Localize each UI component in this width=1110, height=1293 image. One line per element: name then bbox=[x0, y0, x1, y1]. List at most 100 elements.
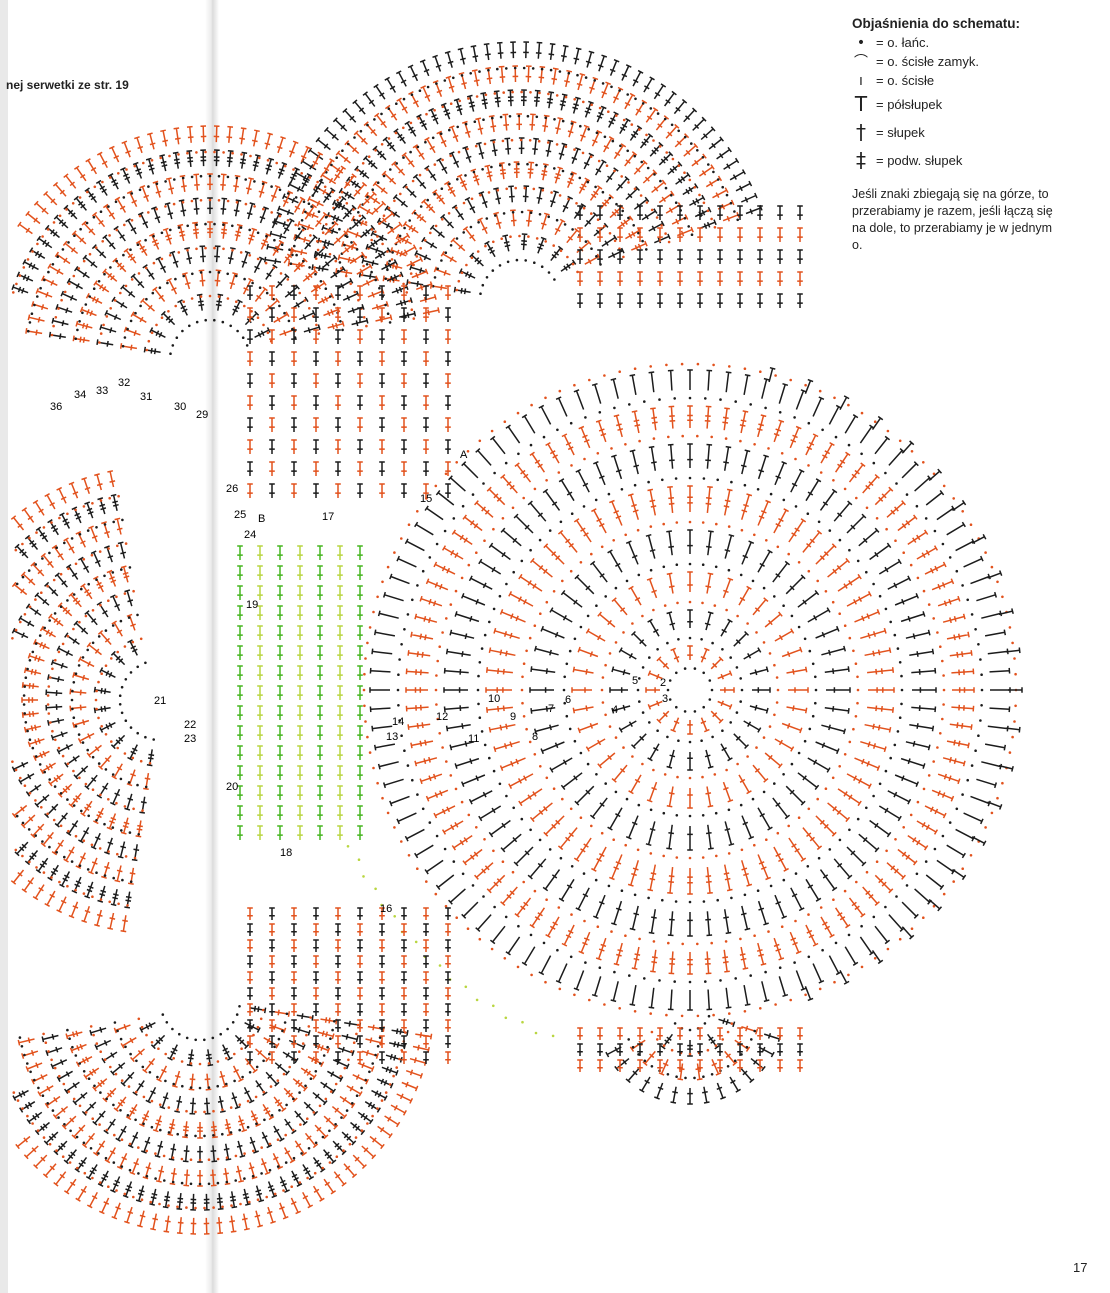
stitch-mark bbox=[47, 864, 59, 881]
stitch-mark bbox=[687, 645, 693, 660]
stitch-mark bbox=[173, 127, 181, 145]
stitch-mark bbox=[777, 205, 783, 220]
stitch-mark bbox=[508, 185, 515, 203]
stitch-mark bbox=[391, 1028, 409, 1036]
stitch-mark bbox=[629, 125, 643, 141]
stitch-mark bbox=[448, 888, 466, 905]
chain-stitch-mark bbox=[330, 163, 333, 167]
stitch-mark bbox=[132, 1080, 145, 1096]
chain-stitch-mark bbox=[119, 1037, 123, 1041]
chain-stitch-mark bbox=[533, 889, 537, 893]
chain-stitch-mark bbox=[612, 539, 615, 542]
chain-stitch-mark bbox=[182, 274, 185, 278]
stitch-mark bbox=[637, 1059, 643, 1072]
chain-stitch-mark bbox=[71, 689, 74, 693]
stitch-mark bbox=[424, 505, 444, 521]
chain-stitch-mark bbox=[492, 769, 496, 773]
stitch-mark bbox=[989, 667, 1011, 674]
stitch-mark bbox=[518, 788, 543, 807]
stitch-mark bbox=[647, 743, 660, 762]
stitch-mark bbox=[82, 254, 98, 268]
stitch-mark bbox=[129, 1158, 140, 1176]
stitch-mark bbox=[289, 167, 300, 184]
chain-stitch-mark bbox=[896, 647, 900, 650]
stitch-mark bbox=[405, 668, 429, 676]
stitch-mark bbox=[342, 108, 357, 123]
chain-stitch-mark bbox=[933, 529, 937, 533]
stitch-mark bbox=[955, 538, 976, 552]
stitch-mark bbox=[647, 864, 657, 892]
chain-stitch-mark bbox=[208, 174, 212, 178]
chain-stitch-mark bbox=[282, 1072, 286, 1076]
stitch-mark bbox=[655, 115, 670, 131]
stitch-mark bbox=[322, 158, 335, 175]
chain-stitch-mark bbox=[506, 260, 510, 264]
chain-stitch-mark bbox=[702, 671, 705, 675]
stitch-mark bbox=[717, 1059, 723, 1072]
stitch-mark bbox=[249, 1005, 267, 1014]
chain-stitch-mark bbox=[710, 688, 714, 692]
stitch-mark bbox=[237, 785, 243, 800]
stitch-mark bbox=[98, 1197, 110, 1215]
chain-stitch-mark bbox=[376, 1045, 380, 1048]
stitch-mark bbox=[820, 441, 835, 464]
stitch-mark bbox=[381, 259, 398, 271]
stitch-mark bbox=[854, 609, 881, 623]
chain-stitch-mark bbox=[387, 206, 391, 210]
chain-stitch-mark bbox=[115, 228, 119, 232]
stitch-mark bbox=[667, 443, 675, 469]
stitch-mark bbox=[453, 98, 463, 116]
chain-stitch-mark bbox=[204, 150, 207, 154]
stitch-mark bbox=[277, 685, 283, 700]
chain-stitch-mark bbox=[195, 223, 198, 226]
stitch-mark bbox=[44, 803, 59, 819]
chain-stitch-mark bbox=[483, 539, 486, 542]
stitch-mark bbox=[757, 249, 763, 264]
chain-stitch-mark bbox=[773, 782, 776, 785]
chain-stitch-mark bbox=[132, 589, 135, 593]
stitch-mark bbox=[247, 307, 253, 322]
stitch-mark bbox=[666, 824, 674, 850]
stitch-mark bbox=[428, 107, 439, 125]
stitch-mark bbox=[617, 249, 623, 264]
chain-stitch-mark bbox=[740, 688, 744, 692]
stitch-mark bbox=[673, 98, 688, 115]
chain-stitch-mark bbox=[753, 443, 756, 446]
chain-stitch-mark bbox=[668, 679, 672, 682]
stitch-mark bbox=[317, 785, 323, 800]
chain-stitch-mark bbox=[590, 103, 593, 107]
chain-stitch-mark bbox=[208, 294, 212, 298]
chain-stitch-mark bbox=[52, 578, 56, 582]
chain-stitch-mark bbox=[787, 824, 790, 828]
stitch-mark bbox=[357, 1111, 374, 1125]
stitch-mark bbox=[68, 481, 79, 499]
chain-stitch-mark bbox=[816, 579, 819, 583]
stitch-mark bbox=[609, 687, 628, 693]
chain-stitch-mark bbox=[49, 721, 52, 724]
stitch-mark bbox=[597, 54, 608, 72]
chain-stitch-mark bbox=[492, 140, 496, 144]
stitch-mark bbox=[277, 765, 283, 780]
stitch-mark bbox=[237, 625, 243, 640]
chain-stitch-mark bbox=[677, 129, 680, 133]
chain-stitch-mark bbox=[72, 1097, 76, 1101]
stitch-mark bbox=[79, 306, 97, 317]
chain-stitch-mark bbox=[101, 180, 104, 184]
stitch-mark bbox=[110, 734, 126, 750]
chain-stitch-mark bbox=[38, 763, 42, 766]
stitch-mark bbox=[297, 565, 303, 580]
chain-stitch-mark bbox=[725, 768, 728, 772]
chain-stitch-mark bbox=[746, 622, 749, 625]
stitch-mark bbox=[716, 146, 732, 160]
stitch-mark bbox=[63, 1081, 80, 1095]
chain-stitch-mark bbox=[41, 1094, 45, 1097]
stitch-mark bbox=[51, 544, 65, 561]
stitch-mark bbox=[282, 1051, 299, 1064]
chain-stitch-mark bbox=[294, 196, 298, 199]
chain-stitch-mark bbox=[119, 1109, 122, 1112]
chain-stitch-mark bbox=[144, 238, 147, 242]
stitch-mark bbox=[200, 149, 207, 167]
chain-stitch-mark bbox=[520, 688, 524, 692]
chain-stitch-mark bbox=[615, 202, 618, 206]
stitch-mark bbox=[738, 774, 752, 795]
